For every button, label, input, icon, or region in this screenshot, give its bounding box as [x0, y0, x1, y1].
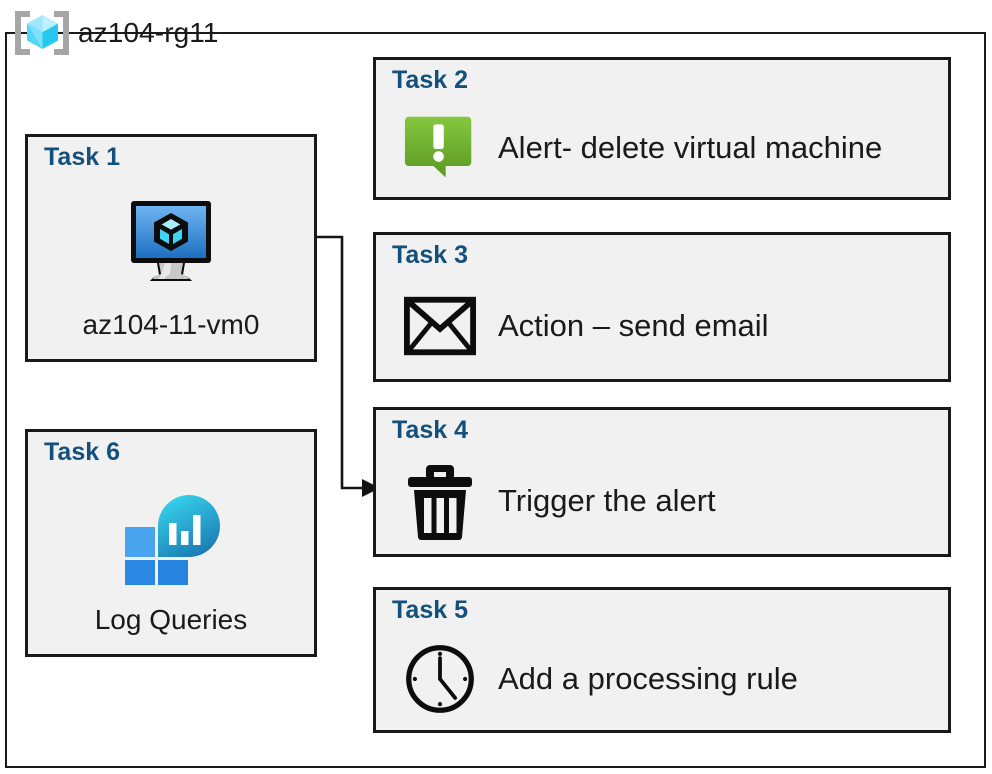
- task-card-task4[interactable]: Task 4 Trigger the alert: [373, 407, 951, 557]
- clock-icon: [404, 643, 476, 715]
- task-title: Task 1: [44, 143, 120, 171]
- resource-group-header: az104-rg11: [14, 6, 219, 60]
- task-label: Action – send email: [498, 308, 769, 343]
- task-label: Log Queries: [94, 604, 248, 635]
- task-label: Alert- delete virtual machine: [498, 129, 883, 165]
- task-title: Task 2: [392, 66, 468, 94]
- task-label: Add a processing rule: [498, 661, 798, 696]
- resource-group-container: [5, 32, 986, 768]
- task-card-task1[interactable]: Task 1 az104-11-vm0: [25, 134, 317, 362]
- alert-callout-icon: [404, 112, 476, 184]
- task-title: Task 6: [44, 438, 120, 466]
- bracket-right-icon: [54, 11, 69, 55]
- task-card-task2[interactable]: Task 2 Alert- delete virtual machine: [373, 57, 951, 200]
- log-analytics-icon: [28, 488, 314, 585]
- task-card-task6[interactable]: Task 6 Log Queries: [25, 429, 317, 657]
- task-label: az104-11-vm0: [82, 309, 260, 340]
- task-title: Task 4: [392, 416, 468, 444]
- task-title: Task 3: [392, 241, 468, 269]
- bracket-left-icon: [15, 11, 30, 55]
- trash-can-icon: [404, 465, 476, 540]
- resource-group-cube-icon: [14, 9, 70, 57]
- task-card-task3[interactable]: Task 3 Action – send email: [373, 232, 951, 382]
- task-card-task5[interactable]: Task 5 Add a processing rule: [373, 587, 951, 733]
- resource-group-name: az104-rg11: [78, 17, 219, 48]
- task-label: Trigger the alert: [498, 483, 716, 518]
- virtual-machine-icon: [28, 193, 314, 289]
- envelope-icon: [404, 290, 476, 362]
- task-title: Task 5: [392, 596, 468, 624]
